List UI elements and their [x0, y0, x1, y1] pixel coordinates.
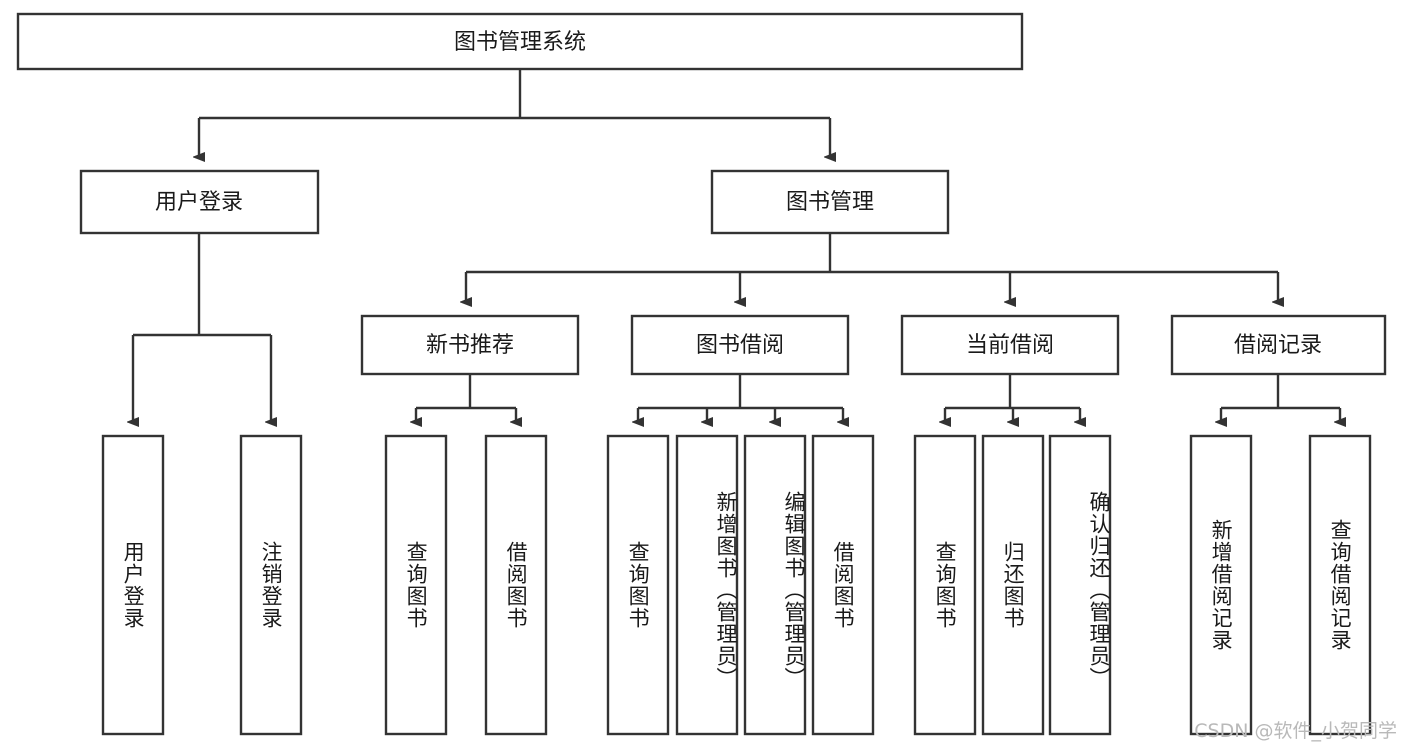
node-book-borrow-box[interactable]	[630, 314, 850, 376]
node-book-manage-box[interactable]	[710, 169, 950, 235]
node-new-book-rec[interactable]: 新书推荐	[360, 314, 580, 376]
node-leaf-query-book-rec-box[interactable]	[384, 434, 448, 736]
node-user-login[interactable]: 用户登录	[79, 169, 320, 235]
node-leaf-borrow-book-rec-box[interactable]	[484, 434, 548, 736]
connector-group-book-manage	[466, 233, 1278, 302]
connector-group-root	[199, 69, 830, 157]
node-book-manage-label: 图书管理	[786, 190, 874, 215]
connector-group-new-book-rec	[416, 374, 516, 422]
node-current-borrow[interactable]: 当前借阅	[900, 314, 1120, 376]
connector-group-current-borrow	[945, 374, 1080, 422]
node-current-borrow-box[interactable]	[900, 314, 1120, 376]
node-current-borrow-label: 当前借阅	[966, 333, 1054, 358]
node-root-label: 图书管理系统	[454, 30, 586, 55]
node-book-borrow[interactable]: 图书借阅	[630, 314, 850, 376]
node-leaf-add-book-box[interactable]	[675, 434, 739, 736]
node-leaf-user-logout-box[interactable]	[239, 434, 303, 736]
node-leaf-add-record-box[interactable]	[1189, 434, 1253, 736]
connector-group-book-borrow	[638, 374, 843, 422]
node-leaf-query-book-cb-box[interactable]	[913, 434, 977, 736]
node-leaf-borrow-book-br-box[interactable]	[811, 434, 875, 736]
node-leaf-query-book-br-box[interactable]	[606, 434, 670, 736]
connector-group-user-login	[133, 233, 271, 422]
node-borrow-record-box[interactable]	[1170, 314, 1387, 376]
connector-group-borrow-record	[1221, 374, 1340, 422]
node-user-login-box[interactable]	[79, 169, 320, 235]
node-borrow-record[interactable]: 借阅记录	[1170, 314, 1387, 376]
node-leaf-user-login-box[interactable]	[101, 434, 165, 736]
node-new-book-rec-label: 新书推荐	[426, 333, 514, 358]
node-book-borrow-label: 图书借阅	[696, 333, 784, 358]
node-leaf-return-book-box[interactable]	[981, 434, 1045, 736]
node-user-login-label: 用户登录	[155, 190, 243, 215]
node-leaf-confirm-return-box[interactable]	[1048, 434, 1112, 736]
node-new-book-rec-box[interactable]	[360, 314, 580, 376]
node-leaf-edit-book-box[interactable]	[743, 434, 807, 736]
node-book-manage[interactable]: 图书管理	[710, 169, 950, 235]
node-borrow-record-label: 借阅记录	[1234, 333, 1322, 358]
node-root-box[interactable]	[16, 12, 1024, 71]
watermark-text: CSDN @软件_小贺同学	[1194, 720, 1397, 742]
node-root[interactable]: 图书管理系统	[16, 12, 1024, 71]
leaf-boxes	[101, 434, 1372, 736]
node-leaf-query-record-box[interactable]	[1308, 434, 1372, 736]
